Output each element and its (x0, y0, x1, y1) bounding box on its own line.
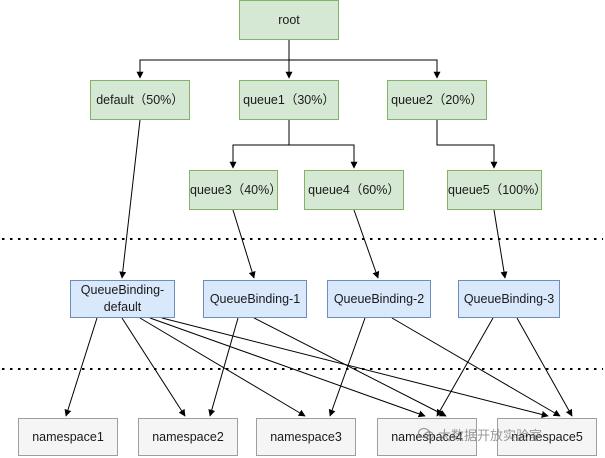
queue-label-queue2: queue2（20%） (391, 92, 483, 107)
edge-default-binding (119, 119, 141, 279)
queue-node-default: default（50%） (90, 80, 190, 120)
queue-label-queue5: queue5（100%） (448, 182, 547, 197)
edge-queue1-queue3 (229, 120, 290, 169)
namespace-node-2: namespace2 (138, 418, 238, 456)
queue-node-queue3: queue3（40%） (189, 170, 282, 210)
edge-b1-ns4 (253, 317, 447, 417)
binding-node-1: QueueBinding-1 (203, 280, 307, 318)
binding-node-default: QueueBinding- default (70, 280, 175, 318)
watermark: 大数据开放实验室 (418, 424, 598, 444)
edge-bdefault-ns4 (149, 317, 426, 418)
binding-label-3: QueueBinding-3 (463, 291, 555, 306)
edge-bdefault-ns5 (161, 317, 549, 418)
queue-label-queue3: queue3（40%） (190, 182, 282, 197)
edge-queue5-binding3 (493, 209, 508, 279)
namespace-label-3: namespace3 (270, 429, 342, 444)
namespace-node-5: namespace5 (497, 418, 597, 456)
namespace-node-3: namespace3 (256, 418, 356, 456)
binding-label-1: QueueBinding-1 (209, 291, 301, 306)
edge-b3-ns4 (436, 317, 494, 417)
queue-label-default: default（50%） (96, 92, 184, 107)
namespace-node-1: namespace1 (18, 418, 118, 456)
binding-node-2: QueueBinding-2 (327, 280, 431, 318)
edge-bdefault-ns1 (64, 317, 98, 417)
queue-node-queue2: queue2（20%） (387, 80, 487, 120)
namespace-label-5: namespace5 (511, 429, 583, 444)
edge-queue4-binding2 (353, 209, 380, 279)
edge-b2-ns5 (391, 317, 561, 417)
queue-node-queue4: queue4（60%） (304, 170, 404, 210)
namespace-label-2: namespace2 (152, 429, 224, 444)
binding-label-2: QueueBinding-2 (333, 291, 425, 306)
watermark-text: 大数据开放实验室 (438, 427, 543, 443)
edge-queue2-queue5 (436, 120, 498, 169)
queue-node-queue1: queue1（30%） (239, 80, 339, 120)
edge-b1-ns2 (208, 317, 239, 417)
queue-label-queue4: queue4（60%） (308, 182, 400, 197)
queue-label-queue1: queue1（30%） (243, 92, 335, 107)
binding-label-default: QueueBinding- default (80, 283, 165, 314)
edge-bdefault-ns2 (121, 317, 186, 417)
edge-queue1-queue4 (288, 120, 358, 169)
edge-root-default (136, 40, 290, 79)
edge-b3-ns5 (516, 317, 573, 417)
queue-label-root: root (278, 12, 300, 27)
edge-queue3-binding1 (232, 209, 256, 279)
wechat-icon (418, 427, 434, 440)
edge-root-queue2 (288, 40, 441, 79)
edge-b2-ns3 (328, 317, 366, 417)
edge-bdefault-ns3 (139, 317, 306, 417)
queue-node-queue5: queue5（100%） (447, 170, 547, 210)
binding-node-3: QueueBinding-3 (458, 280, 560, 318)
queue-node-root: root (239, 0, 339, 40)
namespace-label-1: namespace1 (32, 429, 104, 444)
